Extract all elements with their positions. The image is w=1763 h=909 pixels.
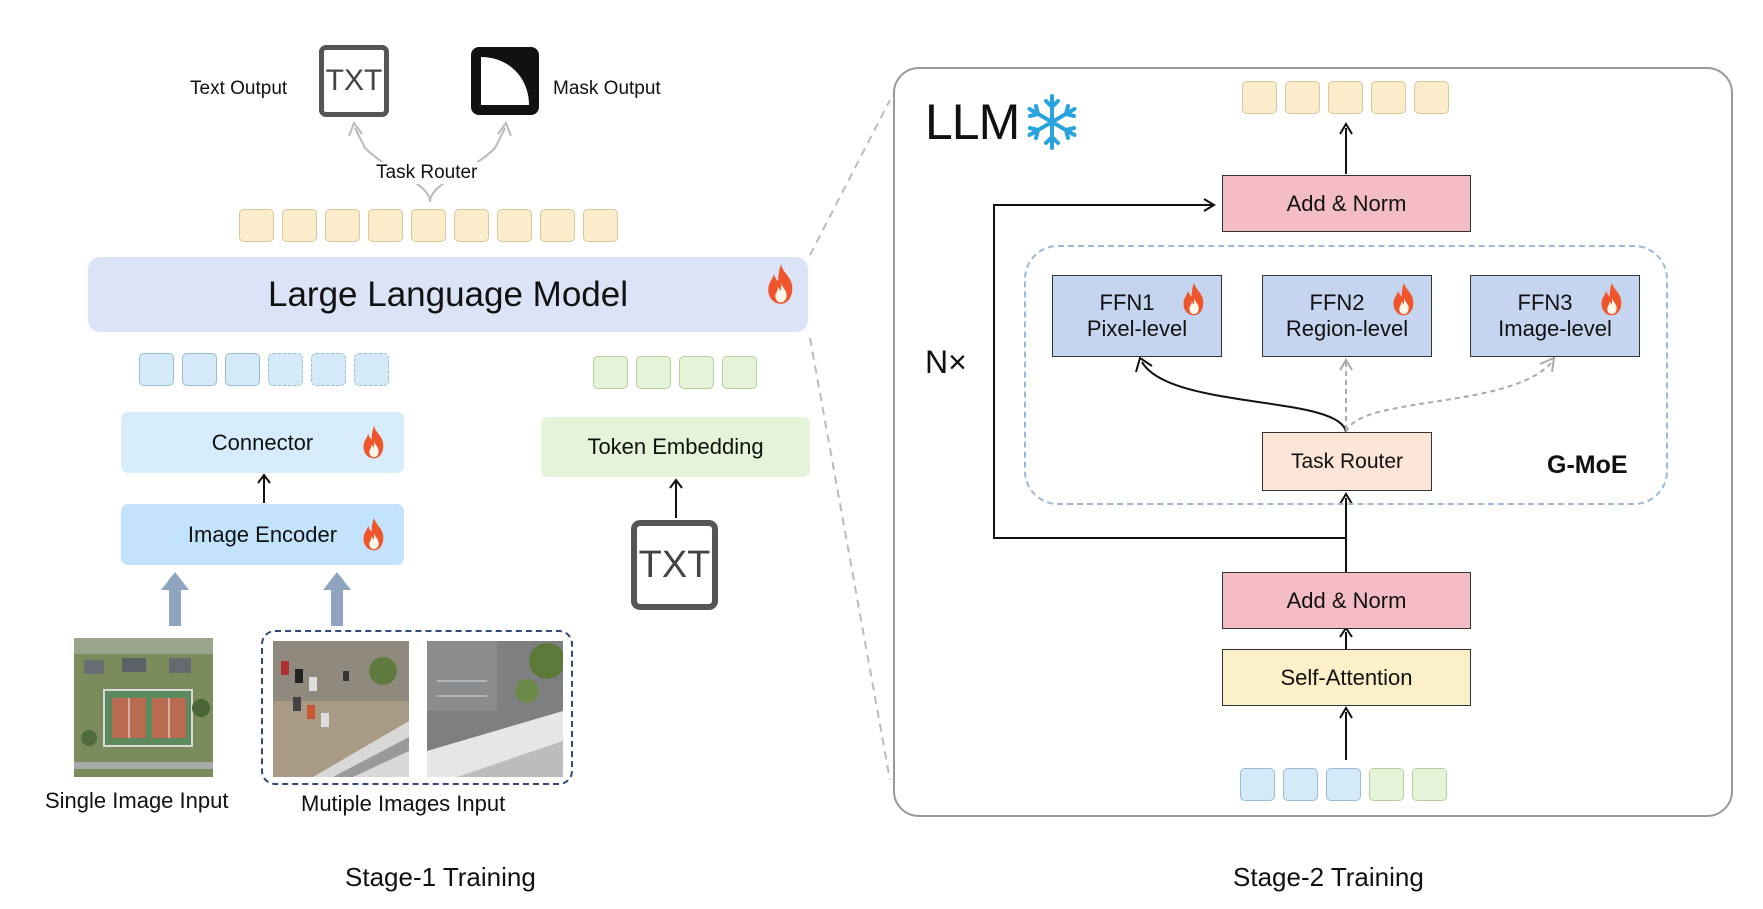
llm-label: Large Language Model: [267, 274, 628, 314]
image-token: [1326, 768, 1361, 801]
ffn1-name: FFN1: [1099, 290, 1155, 315]
text-token: [593, 356, 628, 389]
text-token: [636, 356, 671, 389]
ffn2-level: Region-level: [1285, 316, 1409, 341]
snowflake-icon: [1027, 94, 1077, 150]
stage2-caption: Stage-2 Training: [1233, 862, 1424, 892]
add-norm-top-label: Add & Norm: [1286, 190, 1407, 216]
nx-label: N×: [925, 344, 967, 380]
token-embedding-label: Token Embedding: [587, 434, 764, 459]
image-token: [225, 353, 260, 386]
text-token: [679, 356, 714, 389]
up-arrow-icon: [323, 572, 351, 626]
task-router-label-s2: Task Router: [1290, 449, 1404, 473]
single-image-aerial: [74, 638, 213, 777]
aerial-image-rooftop: [427, 641, 565, 777]
output-token: [1242, 81, 1277, 114]
image-encoder-block: Image Encoder: [121, 504, 404, 565]
output-token: [325, 209, 360, 242]
text-token: [722, 356, 757, 389]
token-embedding-block: Token Embedding: [541, 417, 810, 477]
image-token: [139, 353, 174, 386]
task-router-label-s1: Task Router: [374, 162, 480, 184]
task-router-block: Task Router: [1262, 432, 1432, 491]
image-token: [311, 353, 346, 386]
llm-title: LLM: [925, 94, 1020, 150]
ffn3-name: FFN3: [1517, 290, 1573, 315]
output-token: [497, 209, 532, 242]
output-token: [1328, 81, 1363, 114]
add-norm-top-block: Add & Norm: [1222, 175, 1471, 232]
image-token: [268, 353, 303, 386]
flame-icon: [1598, 281, 1626, 317]
multiple-images-input-label: Mutiple Images Input: [301, 791, 506, 816]
txt-output-icon-label: TXT: [325, 64, 383, 97]
flame-icon: [1390, 281, 1418, 317]
arrow-txt-embedding: [669, 478, 683, 518]
txt-input-icon-label: TXT: [638, 543, 711, 586]
connector-label: Connector: [211, 429, 314, 455]
gmoe-label: G-MoE: [1547, 451, 1628, 479]
multiple-images-group: [261, 630, 573, 785]
output-token: [1414, 81, 1449, 114]
connector-block: Connector: [121, 412, 404, 473]
up-arrow-icon: [161, 572, 189, 626]
output-token: [540, 209, 575, 242]
output-token: [239, 209, 274, 242]
single-image-input-label: Single Image Input: [45, 788, 229, 813]
gmoe-region: [1024, 245, 1668, 505]
output-token: [411, 209, 446, 242]
text-output-label: Text Output: [190, 78, 288, 99]
add-norm-bottom-block: Add & Norm: [1222, 572, 1471, 629]
output-token: [454, 209, 489, 242]
output-token: [368, 209, 403, 242]
mask-output-label: Mask Output: [553, 78, 661, 99]
txt-output-icon: TXT: [319, 45, 389, 117]
output-token: [1371, 81, 1406, 114]
ffn1-level: Pixel-level: [1086, 316, 1188, 341]
add-norm-bottom-label: Add & Norm: [1286, 587, 1407, 613]
stage1-caption: Stage-1 Training: [345, 862, 536, 892]
image-token: [182, 353, 217, 386]
ffn3-level: Image-level: [1498, 316, 1612, 341]
image-token: [1283, 768, 1318, 801]
large-language-model-block: Large Language Model: [88, 257, 808, 332]
image-encoder-label: Image Encoder: [187, 521, 338, 547]
stage2-panel: [893, 67, 1733, 817]
txt-input-icon: TXT: [631, 520, 718, 610]
output-token: [1285, 81, 1320, 114]
text-token: [1412, 768, 1447, 801]
aerial-image-parking: [273, 641, 409, 777]
ffn2-name: FFN2: [1309, 290, 1365, 315]
image-token: [354, 353, 389, 386]
output-token: [583, 209, 618, 242]
self-attention-label: Self-Attention: [1280, 664, 1413, 690]
text-token: [1369, 768, 1404, 801]
arrow-encoder-connector: [257, 473, 271, 503]
zoom-lines: [809, 99, 891, 781]
flame-icon: [1180, 281, 1208, 317]
image-token: [1240, 768, 1275, 801]
mask-icon: [469, 45, 541, 117]
self-attention-block: Self-Attention: [1222, 649, 1471, 706]
output-token: [282, 209, 317, 242]
